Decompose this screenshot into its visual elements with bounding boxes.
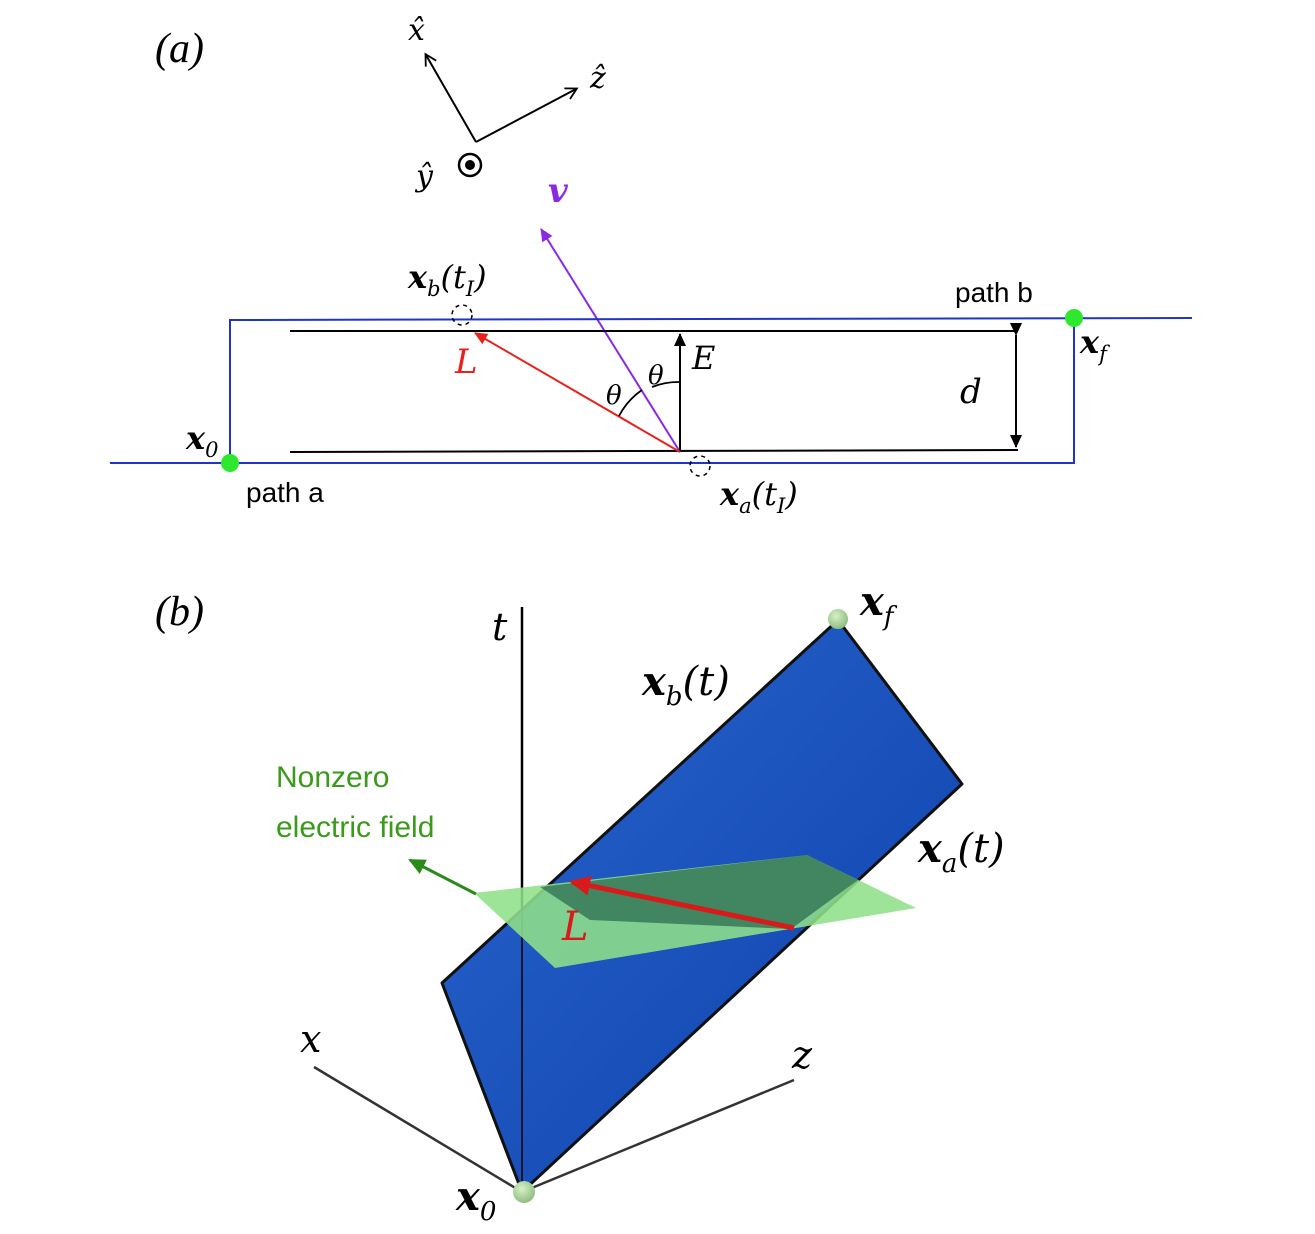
angle-arc-left [618, 389, 643, 417]
axes-triad: x̂ ẑ ŷ [408, 13, 606, 194]
out-of-page-icon [457, 152, 483, 178]
xa-ti-label: xa(tI) [719, 475, 798, 518]
x-hat-label: x̂ [408, 13, 425, 48]
path-b-line [229, 317, 1193, 463]
theta-right-label: θ [648, 361, 664, 391]
angle-arc-right [651, 381, 681, 388]
xb-ti-label: xb(tI) [407, 258, 487, 301]
x0-label-a: x0 [185, 419, 218, 462]
out-of-page-dot [465, 160, 475, 170]
panel-b: (b) t x z L Nonzero electric field xf xb… [155, 578, 1005, 1227]
x0-endpoint-b [513, 1181, 535, 1203]
xf-label-b: xf [859, 578, 898, 632]
l-vector-label: L [454, 342, 478, 382]
field-surface-overlap [540, 855, 858, 929]
l-vector-arrow [474, 332, 681, 453]
y-hat-label: ŷ [414, 159, 434, 194]
xf-endpoint-b [828, 609, 848, 629]
bottom-plate [289, 449, 1019, 453]
path-a-label: path a [246, 477, 324, 508]
x-hat-arrow [424, 52, 477, 143]
z-axis-label: z [791, 1033, 813, 1077]
e-field-label: E [691, 339, 715, 377]
xa-t-label: xa(t) [917, 825, 1005, 879]
velocity-label: v [548, 171, 569, 211]
xb-interaction-marker [451, 304, 473, 326]
theta-left-label: θ [606, 381, 622, 411]
field-label-line2: electric field [276, 811, 434, 844]
panel-a: (a) x̂ ẑ ŷ v d E L θ θ [110, 13, 1193, 518]
d-label: d [960, 372, 982, 412]
z-axis [521, 1078, 795, 1194]
xb-t-label: xb(t) [641, 658, 730, 712]
z-hat-label: ẑ [589, 61, 606, 96]
x0-label-b: x0 [455, 1173, 496, 1227]
x0-endpoint [221, 454, 239, 472]
l-vector-label-b: L [561, 904, 589, 950]
field-pointer-arrow [408, 858, 477, 896]
panel-a-label: (a) [155, 26, 204, 72]
xf-endpoint [1065, 309, 1083, 327]
t-axis-label: t [492, 605, 508, 649]
l-vector-arrow-b [569, 875, 795, 931]
path-b-label: path b [955, 277, 1033, 308]
xa-interaction-marker [689, 455, 711, 477]
path-a-line [110, 320, 1075, 464]
x-axis-label: x [300, 1017, 321, 1061]
z-hat-arrow [475, 87, 579, 143]
velocity-arrow [540, 228, 681, 453]
field-label-line1: Nonzero [276, 761, 389, 794]
x-axis [313, 1065, 523, 1194]
panel-b-label: (b) [155, 589, 204, 635]
xf-label-a: xf [1079, 323, 1110, 366]
